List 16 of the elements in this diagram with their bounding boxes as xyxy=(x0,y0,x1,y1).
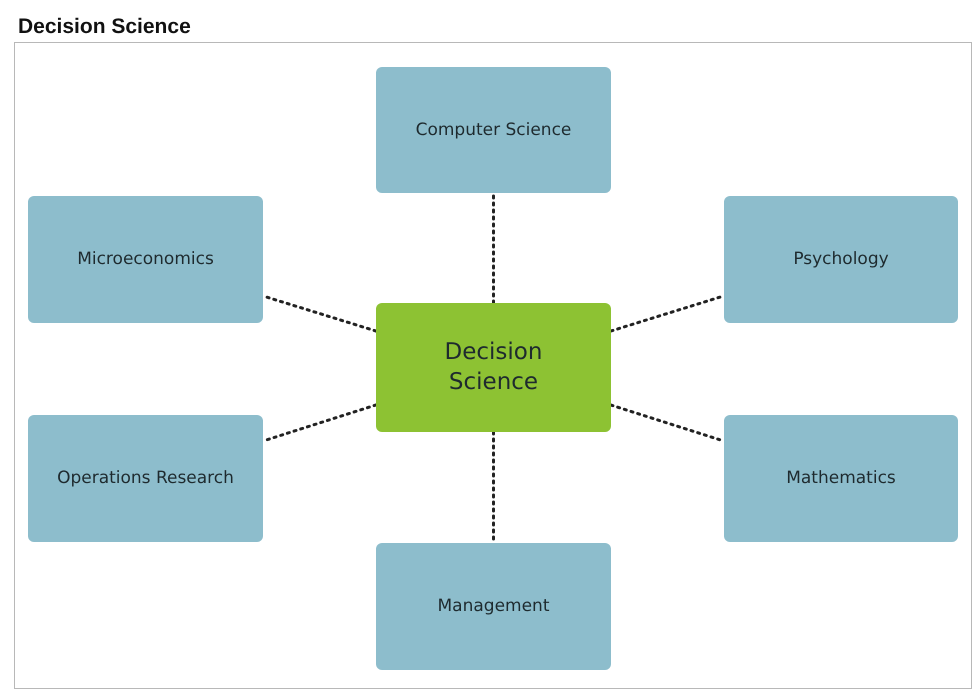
topic-box xyxy=(28,196,263,323)
topic-box xyxy=(28,415,263,542)
box-label: Mathematics xyxy=(786,467,896,490)
box-label: Psychology xyxy=(793,248,889,271)
box-label: Computer Science xyxy=(416,118,572,142)
box-label: Operations Research xyxy=(57,467,234,490)
diagram-title: Decision Science xyxy=(18,15,191,39)
box-label: Decision Science xyxy=(444,338,544,396)
box-label: Microeconomics xyxy=(77,248,214,271)
box-label: Management xyxy=(438,595,550,618)
topic-box xyxy=(376,67,611,193)
central-topic-box xyxy=(376,303,611,432)
topic-box xyxy=(376,543,611,670)
topic-box xyxy=(724,196,958,323)
dotted-connector xyxy=(492,192,495,304)
topic-box xyxy=(724,415,958,542)
